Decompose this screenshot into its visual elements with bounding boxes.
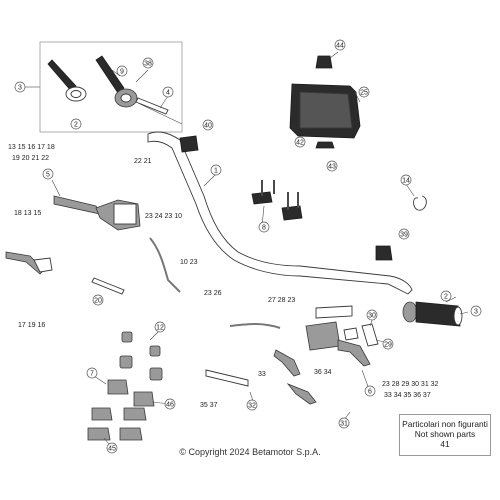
hose-left [149,237,181,293]
label-2-right: 2 [444,294,448,301]
label-40: 40 [204,123,212,130]
label-29: 29 [384,342,392,349]
label-6: 6 [368,389,372,396]
label-43: 43 [328,164,336,171]
label-14: 14 [402,178,410,185]
not-shown-parts-box: Particolari non figuranti Not shown part… [399,414,491,456]
cover-25 [289,55,361,139]
throttle-grip-left [47,59,87,102]
clamp-8 [251,180,303,221]
bracket-42 [315,141,335,149]
label-25: 25 [360,90,368,97]
clutch-lever-lower [5,251,53,275]
boots-7-45-46 [87,379,155,441]
handlebar [147,131,413,295]
label-31: 31 [340,421,348,428]
spring-20 [91,277,125,295]
brake-master-cylinder [305,305,371,367]
label-45: 45 [108,446,116,453]
label-38: 38 [144,61,152,68]
lever-36 [286,383,317,405]
grip-detail-box [39,41,183,133]
label-group-18-13-15: 18 13 15 [14,210,41,217]
label-2-left: 2 [74,122,78,129]
clip-14 [413,195,427,211]
label-group-23-26: 23 26 [204,290,222,297]
label-group-top-left-2: 19 20 21 22 [12,155,49,162]
leader-lines [24,51,469,449]
label-44: 44 [336,43,344,50]
label-33: 33 [258,371,266,378]
label-3-left: 3 [18,85,22,92]
bushings-12 [119,331,163,381]
label-group-17-19-16: 17 19 16 [18,322,45,329]
copyright-text: © Copyright 2024 Betamotor S.p.A. [179,447,321,457]
not-shown-line-english: Not shown parts [414,429,476,439]
label-30: 30 [368,313,376,320]
label-42: 42 [296,140,304,147]
label-39: 39 [400,232,408,239]
throttle-grip-right [95,55,183,125]
not-shown-line-italian: Particolari non figuranti [402,419,488,429]
not-shown-part-number: 41 [440,439,450,449]
label-group-22-21: 22 21 [134,158,152,165]
label-20: 20 [94,298,102,305]
hose-27 [229,323,281,329]
label-7: 7 [90,371,94,378]
adjuster-35 [205,369,249,387]
label-group-10-23: 10 23 [180,259,198,266]
label-group-27-28-23: 27 28 23 [268,297,295,304]
clutch-lever-5 [53,195,141,231]
label-4: 4 [166,90,170,97]
label-12: 12 [156,325,164,332]
label-46: 46 [166,402,174,409]
label-group-top-left-1: 13 15 16 17 18 [8,144,55,151]
lever-34 [273,349,301,377]
label-group-36-34: 36 34 [314,369,332,376]
label-group-right-2: 33 34 35 36 37 [384,392,431,399]
label-1: 1 [214,168,218,175]
label-group-right-1: 23 28 29 30 31 32 [382,381,439,388]
label-32: 32 [248,403,256,410]
switch-39 [375,245,393,261]
grip-right-2 [402,301,463,327]
label-group-23-24-23-10: 23 24 23 10 [145,213,182,220]
label-3-right: 3 [474,309,478,316]
label-5: 5 [46,172,50,179]
switch-40 [179,135,199,153]
label-8: 8 [262,225,266,232]
label-group-35-37: 35 37 [200,402,218,409]
bracket-30 [361,323,379,347]
label-9: 9 [120,69,124,76]
callout-circles [14,39,482,454]
